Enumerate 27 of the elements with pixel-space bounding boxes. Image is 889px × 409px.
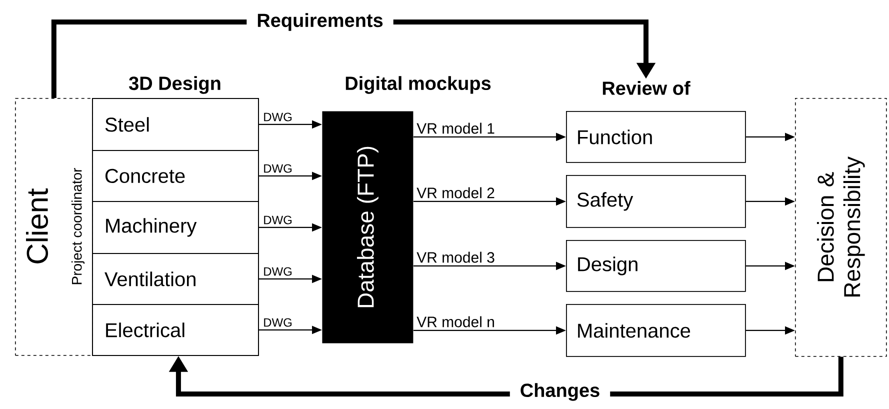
box-label: Client (26, 188, 48, 264)
edge-label: DWG (264, 112, 292, 122)
review-box: Safety (566, 175, 746, 228)
column-heading: 3D Design (129, 76, 220, 94)
design-box: Electrical (92, 304, 259, 356)
review-box: Design (566, 240, 746, 292)
box-label: Decision & Responsibility (816, 156, 865, 296)
edge-label: DWG (264, 216, 292, 224)
box-label: Project coordinator (71, 168, 85, 284)
design-box: Machinery (92, 201, 259, 254)
database-label: Database (FTP) (357, 146, 378, 308)
edge-label: VR model 3 (416, 252, 494, 263)
design-box: Steel (92, 98, 259, 151)
edge-label: DWG (264, 267, 292, 276)
column-heading: Digital mockups (346, 76, 491, 94)
edge-label: VR model n (416, 316, 494, 328)
edge-label: DWG (264, 164, 292, 173)
review-box: Function (566, 111, 746, 163)
edge-label: Requirements (246, 11, 394, 33)
edge-label: VR model 1 (416, 122, 494, 134)
design-box: Ventilation (92, 253, 259, 305)
edge-label: DWG (264, 318, 292, 327)
design-box: Concrete (92, 150, 259, 202)
review-box: Maintenance (566, 304, 746, 357)
column-heading: Review of (602, 81, 690, 95)
edge-label: VR model 2 (416, 187, 494, 198)
edge-label: Changes (510, 381, 610, 403)
